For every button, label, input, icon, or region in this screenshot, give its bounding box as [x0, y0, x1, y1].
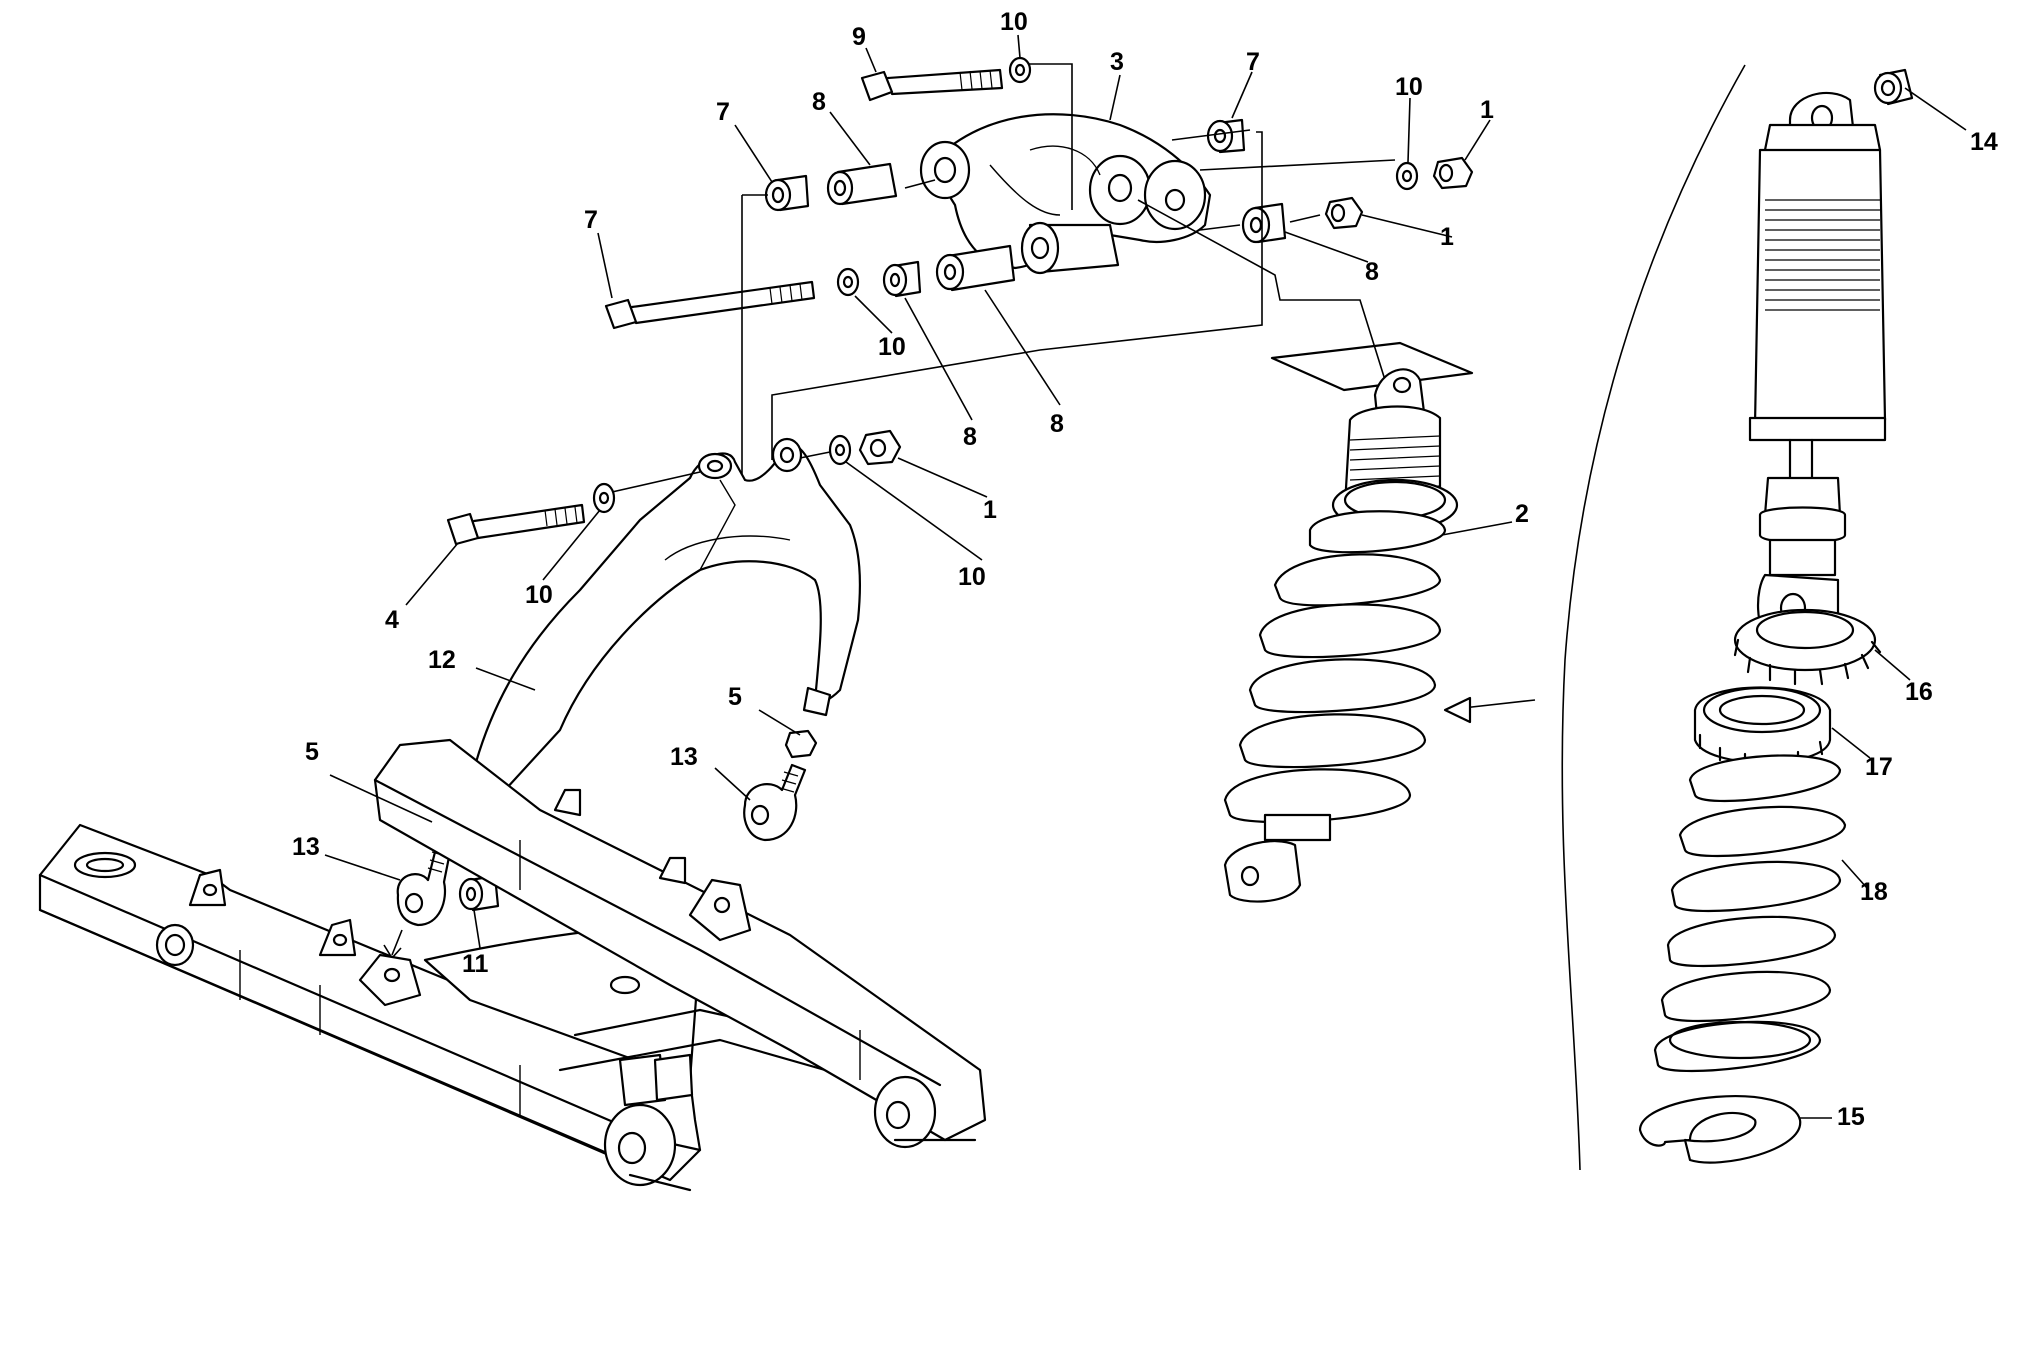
- callout-13-right: 13: [670, 743, 698, 771]
- callout-5-right: 5: [728, 683, 742, 711]
- callout-10-bolt: 10: [525, 581, 553, 609]
- callout-6: 7: [584, 206, 598, 234]
- detail-arc: [1443, 64, 1746, 1171]
- callout-18: 18: [1860, 878, 1888, 906]
- rod-end-13-right: [743, 763, 807, 842]
- callout-10-mid: 10: [878, 333, 906, 361]
- callout-9: 9: [852, 23, 866, 51]
- callout-15: 15: [1837, 1103, 1865, 1131]
- callout-2: 2: [1515, 500, 1529, 528]
- bushing-7-top-right: [1206, 118, 1246, 154]
- callout-10-right: 10: [1395, 73, 1423, 101]
- shock-assembled: [1223, 368, 1459, 903]
- rod-end-13-left: [396, 846, 452, 927]
- split-collar-15: [1638, 1095, 1802, 1164]
- bushing-7-right-lower: [1241, 202, 1287, 244]
- adjuster-ring-17: [1693, 686, 1832, 770]
- bolt-4: [446, 471, 701, 546]
- nut-1-link: [858, 429, 902, 466]
- callout-16: 16: [1905, 678, 1933, 706]
- callout-leaders: [324, 34, 1967, 1119]
- swingarm: [38, 738, 987, 1192]
- nut-1-right-mid: [1324, 196, 1364, 230]
- bolt-6: [604, 244, 1016, 330]
- callout-1-right: 1: [1440, 223, 1454, 251]
- shock-body: [1748, 91, 1887, 645]
- spring-seat-16: [1733, 608, 1882, 686]
- callout-7-top-left: 7: [716, 98, 730, 126]
- callout-7-mid: 8: [963, 423, 977, 451]
- bushing-14: [1873, 68, 1914, 106]
- nut-5-right: [784, 729, 818, 759]
- leader-link-lines: [799, 451, 831, 459]
- washer-10-right: [1395, 161, 1419, 191]
- callout-10-top: 10: [1000, 8, 1028, 36]
- label-plate: [1270, 341, 1474, 392]
- nut-1-right-top: [1432, 156, 1474, 190]
- callout-8-mid: 8: [1050, 410, 1064, 438]
- callout-14: 14: [1970, 128, 1998, 156]
- assembly-lines: [741, 63, 1396, 480]
- callout-4: 4: [385, 606, 399, 634]
- rocker-link: [919, 113, 1212, 275]
- callout-17: 17: [1865, 753, 1893, 781]
- callout-11: 11: [462, 950, 489, 978]
- callout-5-left: 5: [305, 738, 319, 766]
- callout-8-top: 8: [812, 88, 826, 116]
- callout-1-link: 1: [983, 496, 997, 524]
- callout-7-top-right: 7: [1246, 48, 1260, 76]
- callout-13-left: 13: [292, 833, 320, 861]
- washer-10-link: [828, 434, 852, 466]
- callout-3: 3: [1110, 48, 1124, 76]
- callout-10-link: 10: [958, 563, 986, 591]
- callout-12: 12: [428, 646, 456, 674]
- callout-1-top-right: 1: [1480, 96, 1494, 124]
- spring-18: [1653, 754, 1847, 1073]
- callout-labels: 9 10 3 7 8 7 10 1 1 8 7 10 8 8 1 10 10 4…: [292, 8, 1998, 1131]
- callout-7-right: 8: [1365, 258, 1379, 286]
- bolt-9: [860, 56, 1032, 102]
- sleeve-8-top: [826, 162, 898, 206]
